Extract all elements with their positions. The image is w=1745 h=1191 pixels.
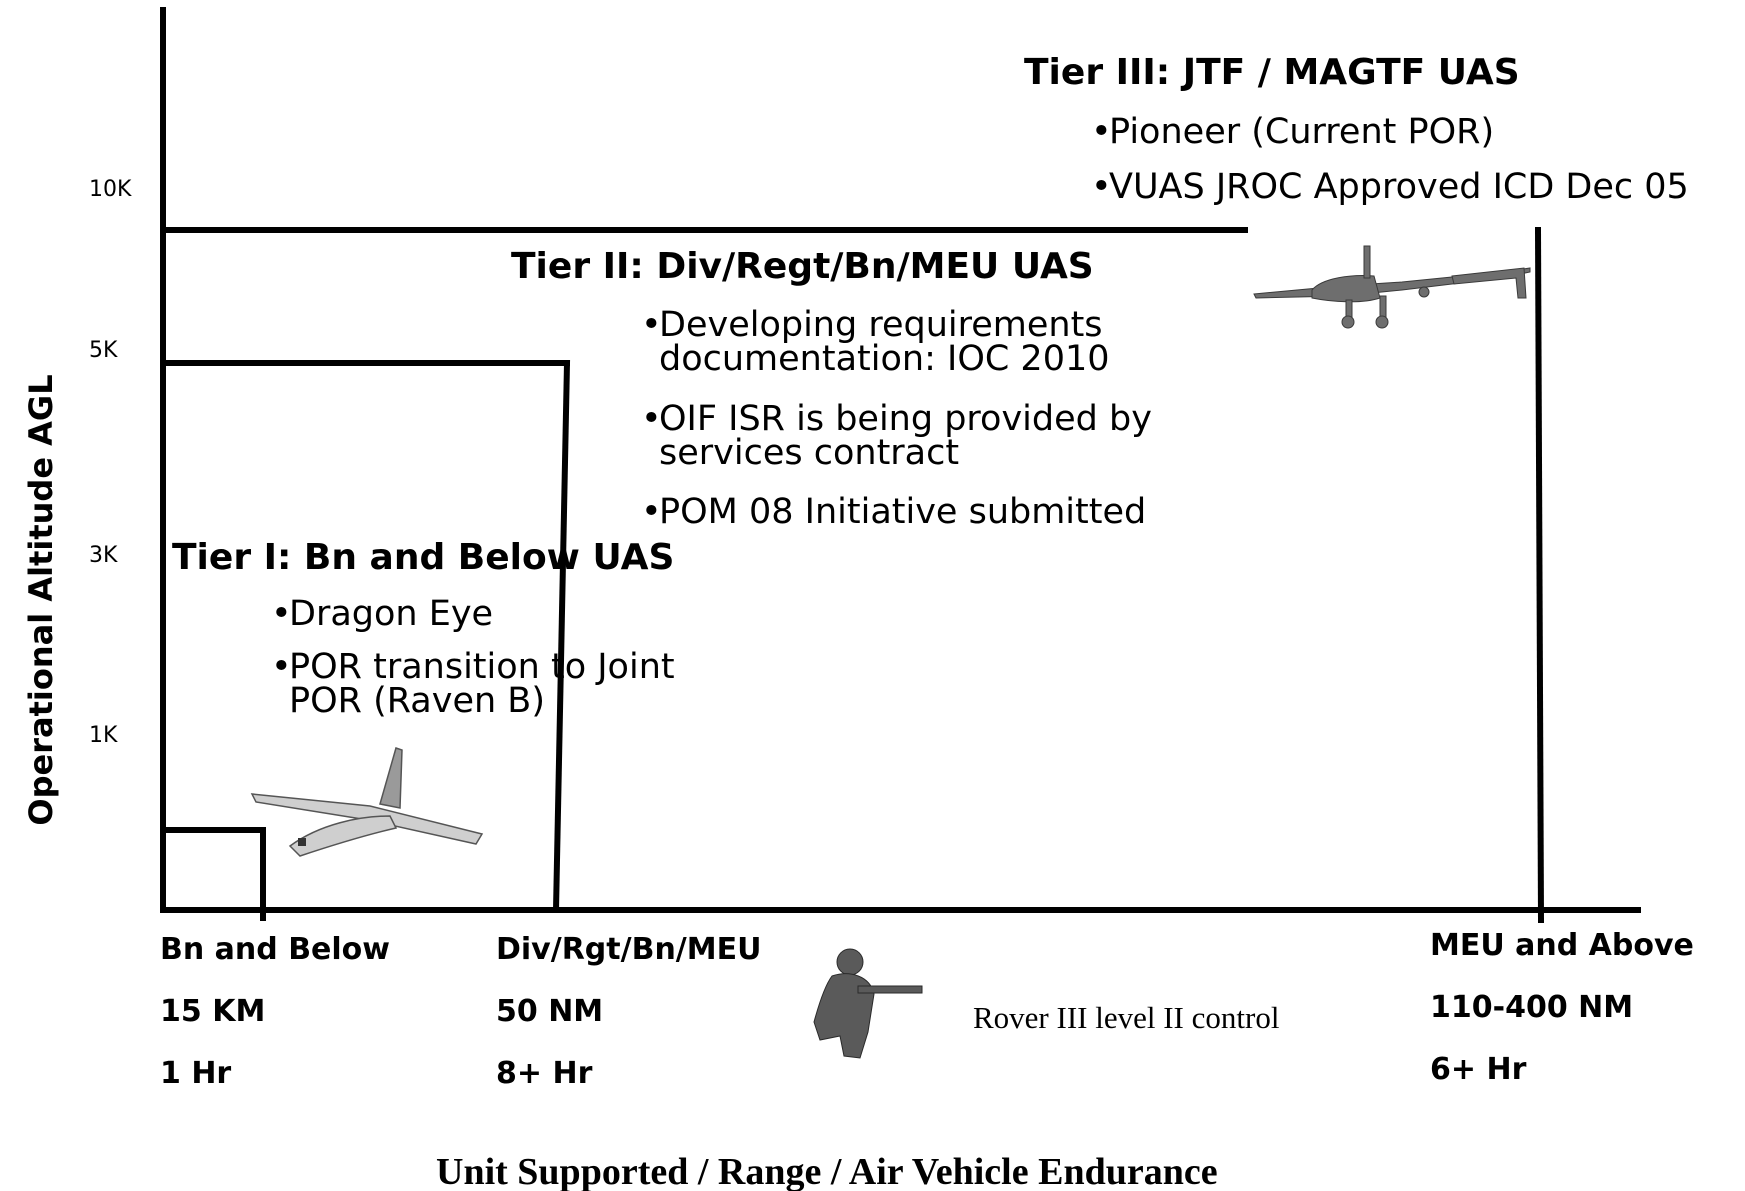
tier2-bullet-2-line-2: services contract (641, 436, 1152, 470)
x-column-bn-range: 15 KM (160, 994, 390, 1056)
bullet-dot: • (271, 650, 289, 684)
x-column-bn-unit: Bn and Below (160, 932, 390, 994)
x-column-div-range: 50 NM (496, 994, 761, 1056)
y-axis-label: Operational Altitude AGL (22, 374, 60, 825)
tier2-bullet-1-line-2: documentation: IOC 2010 (641, 342, 1110, 376)
bullet-dot: • (641, 402, 659, 436)
bullet-dot: • (1091, 115, 1109, 149)
y-tick-3k: 3K (89, 543, 117, 568)
tier1-bullet-2-line-2: POR (Raven B) (271, 684, 675, 718)
tier3-bullet-2: •VUAS JROC Approved ICD Dec 05 (1091, 170, 1689, 204)
x-column-div: Div/Rgt/Bn/MEU 50 NM 8+ Hr (496, 932, 761, 1118)
tier2-bullet-3: •POM 08 Initiative submitted (641, 495, 1146, 529)
x-column-div-endurance: 8+ Hr (496, 1056, 761, 1118)
x-column-meu-endurance: 6+ Hr (1430, 1052, 1694, 1114)
x-column-div-unit: Div/Rgt/Bn/MEU (496, 932, 761, 994)
x-column-meu: MEU and Above 110-400 NM 6+ Hr (1430, 928, 1694, 1114)
tier2-bullet-3-text: POM 08 Initiative submitted (659, 492, 1146, 532)
tier3-bullet-1-text: Pioneer (Current POR) (1109, 112, 1494, 152)
bullet-dot: • (641, 308, 659, 342)
tier3-bullet-2-text: VUAS JROC Approved ICD Dec 05 (1109, 167, 1689, 207)
y-tick-5k: 5K (89, 338, 117, 363)
bullet-dot: • (641, 495, 659, 529)
x-axis-title: Unit Supported / Range / Air Vehicle End… (436, 1150, 1218, 1191)
tier2-bullet-1: •Developing requirements documentation: … (641, 308, 1110, 376)
x-column-bn-endurance: 1 Hr (160, 1056, 390, 1118)
rover-caption: Rover III level II control (973, 1000, 1279, 1036)
tier3-boundary-right (1538, 230, 1541, 920)
y-tick-10k: 10K (89, 177, 131, 202)
bullet-dot: • (1091, 170, 1109, 204)
tier3-title: Tier III: JTF / MAGTF UAS (1024, 52, 1520, 93)
tier1-title: Tier I: Bn and Below UAS (172, 537, 674, 578)
y-tick-1k: 1K (89, 723, 117, 748)
tier2-boundary-right (556, 363, 567, 910)
small-uav-image (250, 746, 485, 866)
bullet-dot: • (271, 597, 289, 631)
large-uav-image (1252, 242, 1532, 332)
x-column-meu-range: 110-400 NM (1430, 990, 1694, 1052)
tier2-title: Tier II: Div/Regt/Bn/MEU UAS (511, 246, 1094, 287)
soldier-image (800, 940, 925, 1060)
x-column-bn: Bn and Below 15 KM 1 Hr (160, 932, 390, 1118)
tier1-bullet-1-text: Dragon Eye (289, 594, 493, 634)
tier2-bullet-2: •OIF ISR is being provided by services c… (641, 402, 1152, 470)
tier1-bullet-1: •Dragon Eye (271, 597, 493, 631)
tier3-bullet-1: •Pioneer (Current POR) (1091, 115, 1494, 149)
tier1-bullet-2: •POR transition to Joint POR (Raven B) (271, 650, 675, 718)
x-column-meu-unit: MEU and Above (1430, 928, 1694, 990)
